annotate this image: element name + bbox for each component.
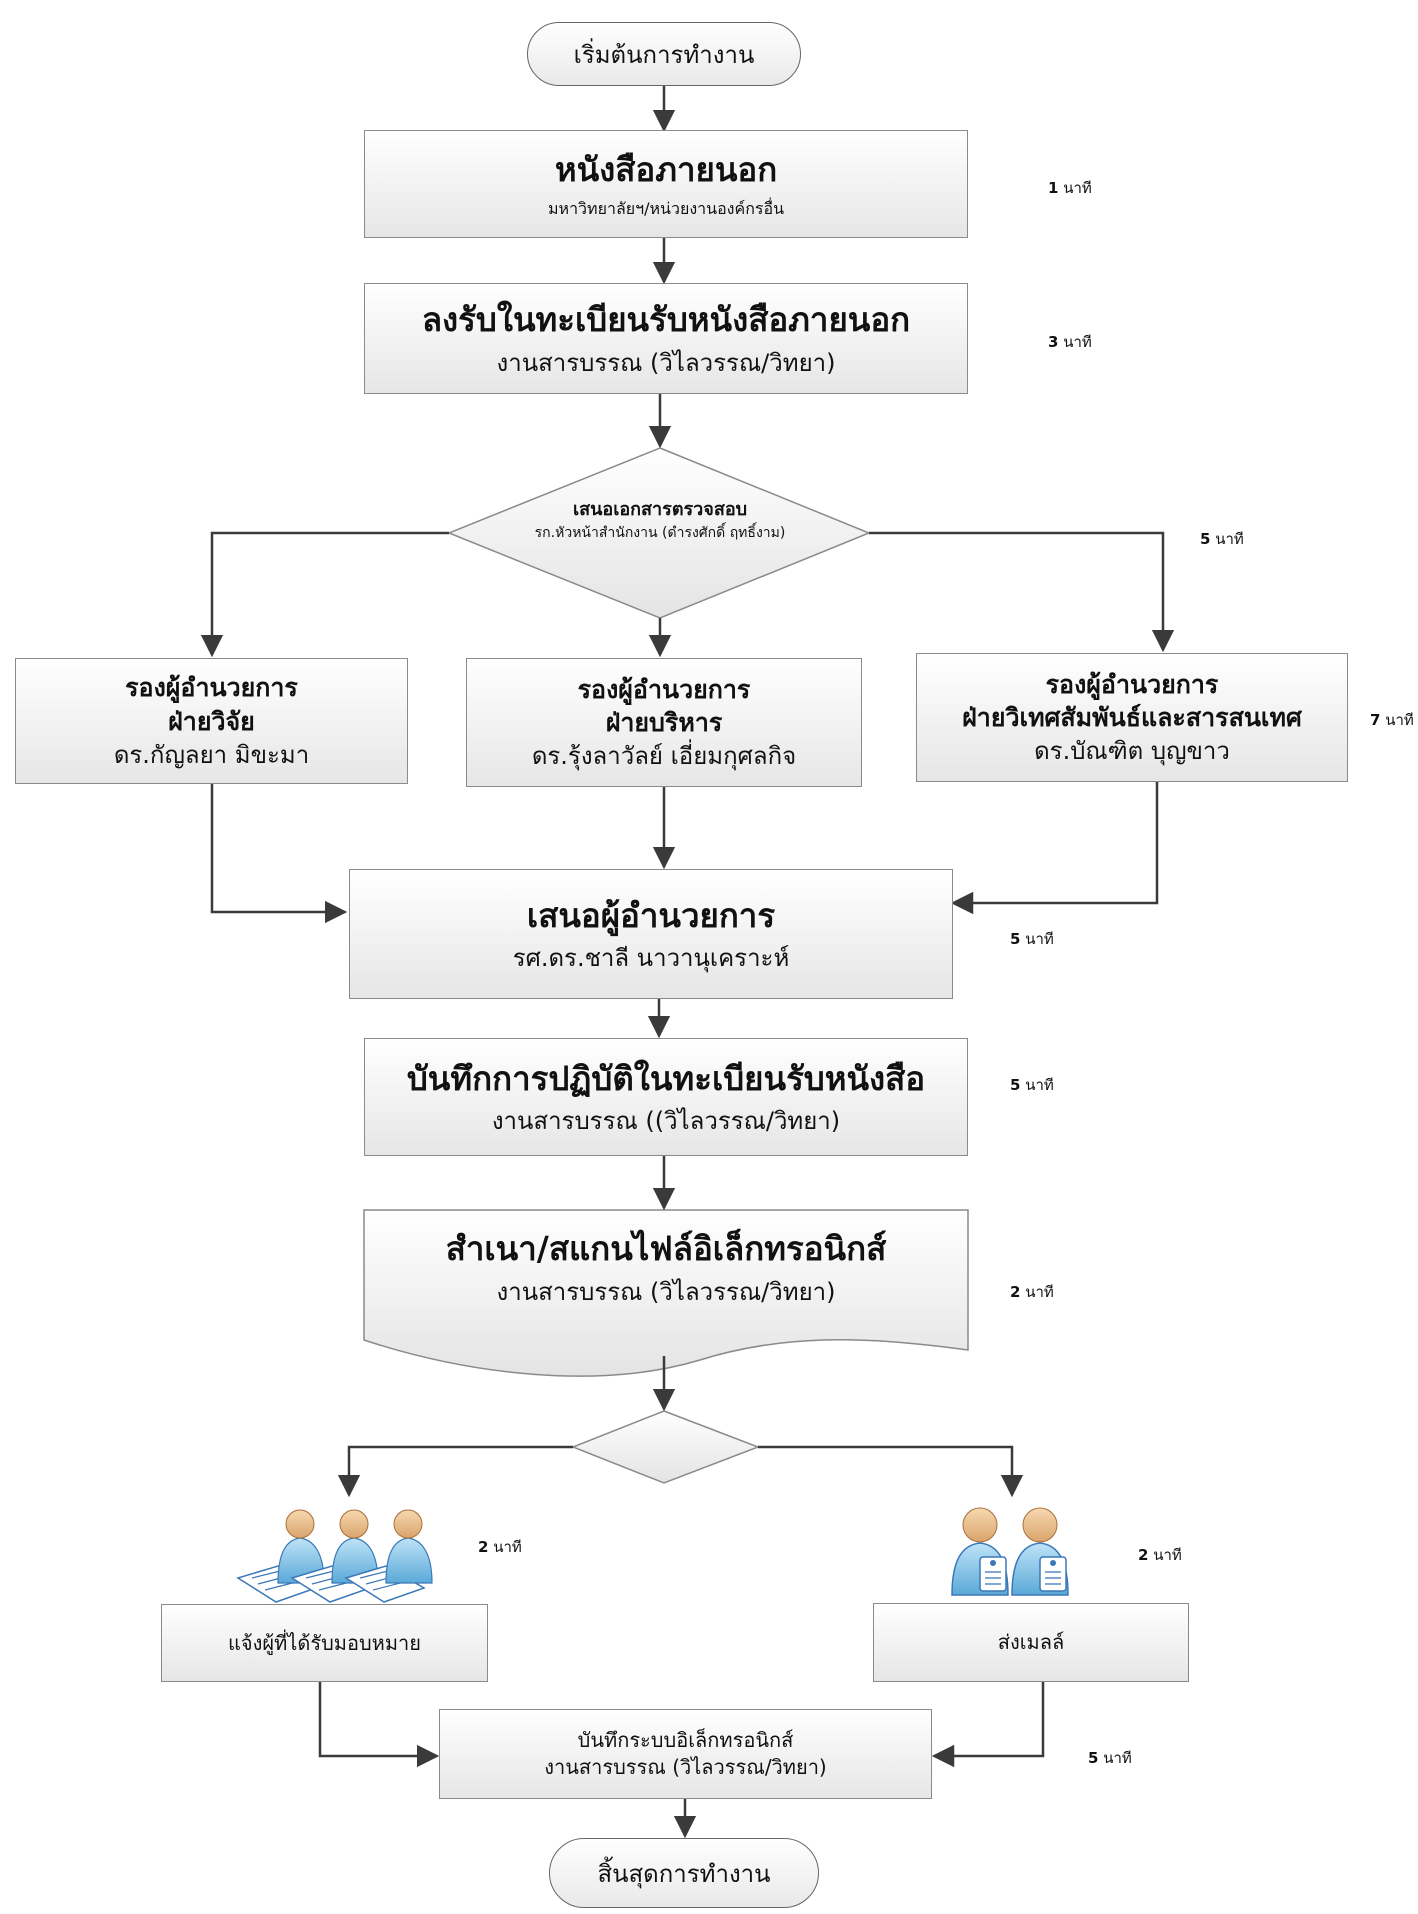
start-label: เริ่มต้นการทำงาน: [573, 40, 755, 69]
arrow-decision2-right: [758, 1445, 1024, 1498]
step5-text: สำเนา/สแกนไฟล์อิเล็กทรอนิกส์ งานสารบรรณ …: [364, 1224, 968, 1310]
arrow-decision-left: [200, 531, 449, 658]
branch-right-line3: ดร.บัณฑิต บุญขาว: [1034, 737, 1230, 766]
decision1-title: เสนอเอกสารตรวจสอบ: [572, 499, 748, 520]
step2-subtitle: งานสารบรรณ (วิไลวรรณ/วิทยา): [496, 348, 836, 377]
step1-time: 1 นาที: [1048, 179, 1092, 197]
notify-time: 2 นาที: [478, 1538, 522, 1556]
step2-time: 3 นาที: [1048, 333, 1092, 351]
end-label: สิ้นสุดการทำงาน: [597, 1859, 771, 1888]
record-line1: บันทึกระบบอิเล็กทรอนิกส์: [577, 1728, 794, 1752]
branch-right-line1: รองผู้อำนวยการ: [1045, 669, 1219, 699]
branch-left-line2: ฝ่ายวิจัย: [168, 706, 255, 736]
send-mail: ส่งเมลล์: [873, 1603, 1189, 1682]
step4-subtitle: งานสารบรรณ ((วิไลวรรณ/วิทยา): [491, 1107, 841, 1136]
step4-time: 5 นาที: [1010, 1076, 1054, 1094]
decision1-subtitle: รก.หัวหน้าสำนักงาน (ดำรงศักดิ์ ฤทธิ์งาม): [534, 525, 786, 541]
record-time: 5 นาที: [1088, 1749, 1132, 1767]
arrow-left-step3: [210, 784, 348, 924]
step2-title: ลงรับในทะเบียนรับหนังสือภายนอก: [421, 300, 911, 340]
branch-research: รองผู้อำนวยการ ฝ่ายวิจัย ดร.กัญลยา มิขะม…: [15, 658, 408, 784]
record-electronic: บันทึกระบบอิเล็กทรอนิกส์ งานสารบรรณ (วิไ…: [439, 1709, 932, 1799]
step-present-director: เสนอผู้อำนวยการ รศ.ดร.ชาลี นาวานุเคราะห์: [349, 869, 953, 999]
people-with-tags-icon: [951, 1507, 1069, 1596]
mail-time: 2 นาที: [1138, 1546, 1182, 1564]
start-terminator: เริ่มต้นการทำงาน: [527, 22, 801, 86]
step-register-incoming: ลงรับในทะเบียนรับหนังสือภายนอก งานสารบรร…: [364, 283, 968, 394]
branch-center-line3: ดร.รุ้งลาวัลย์ เอี่ยมกุศลกิจ: [531, 742, 797, 771]
notify-label: แจ้งผู้ที่ได้รับมอบหมาย: [228, 1630, 421, 1655]
step3-time: 5 นาที: [1010, 930, 1054, 948]
document-shape: [363, 1209, 969, 1377]
arrow-decision-right: [869, 531, 1175, 653]
decision-diamond-2: [570, 1410, 761, 1484]
decision1-text: เสนอเอกสารตรวจสอบ รก.หัวหน้าสำนักงาน (ดำ…: [480, 496, 840, 544]
branch-right-time: 7 นาที: [1370, 711, 1414, 729]
branch-administration: รองผู้อำนวยการ ฝ่ายบริหาร ดร.รุ้งลาวัลย์…: [466, 658, 862, 787]
branch-left-line1: รองผู้อำนวยการ: [125, 673, 298, 703]
arrow-decision2-left: [337, 1445, 573, 1498]
arrow-right-step3: [950, 782, 1159, 915]
branch-center-line2: ฝ่ายบริหาร: [605, 708, 723, 738]
branch-center-line1: รองผู้อำนวยการ: [577, 674, 751, 704]
step4-title: บันทึกการปฏิบัติในทะเบียนรับหนังสือ: [406, 1058, 926, 1098]
step3-title: เสนอผู้อำนวยการ: [526, 895, 776, 935]
step1-title: หนังสือภายนอก: [554, 149, 778, 189]
step5-title: สำเนา/สแกนไฟล์อิเล็กทรอนิกส์: [445, 1229, 887, 1268]
arrow-notify-record: [318, 1682, 440, 1768]
step5-subtitle: งานสารบรรณ (วิไลวรรณ/วิทยา): [496, 1277, 836, 1306]
step3-subtitle: รศ.ดร.ชาลี นาวานุเคราะห์: [512, 944, 790, 973]
branch-right-line2: ฝ่ายวิเทศสัมพันธ์และสารสนเทศ: [962, 703, 1302, 733]
branch-left-line3: ดร.กัญลยา มิขะมา: [113, 740, 310, 769]
step1-subtitle: มหาวิทยาลัยฯ/หน่วยงานองค์กรอื่น: [547, 199, 785, 219]
step-record-practice: บันทึกการปฏิบัติในทะเบียนรับหนังสือ งานส…: [364, 1038, 968, 1156]
end-terminator: สิ้นสุดการทำงาน: [549, 1838, 819, 1908]
mail-label: ส่งเมลล์: [997, 1630, 1065, 1654]
step-external-letter: หนังสือภายนอก มหาวิทยาลัยฯ/หน่วยงานองค์ก…: [364, 130, 968, 238]
notify-assignee: แจ้งผู้ที่ได้รับมอบหมาย: [161, 1604, 488, 1682]
people-with-documents-icon: [236, 1509, 433, 1603]
step5-time: 2 นาที: [1010, 1283, 1054, 1301]
arrow-mail-record: [931, 1682, 1045, 1768]
decision1-time: 5 นาที: [1200, 530, 1244, 548]
branch-foreign-affairs: รองผู้อำนวยการ ฝ่ายวิเทศสัมพันธ์และสารสน…: [916, 653, 1348, 782]
record-line2: งานสารบรรณ (วิไลวรรณ/วิทยา): [544, 1755, 827, 1779]
